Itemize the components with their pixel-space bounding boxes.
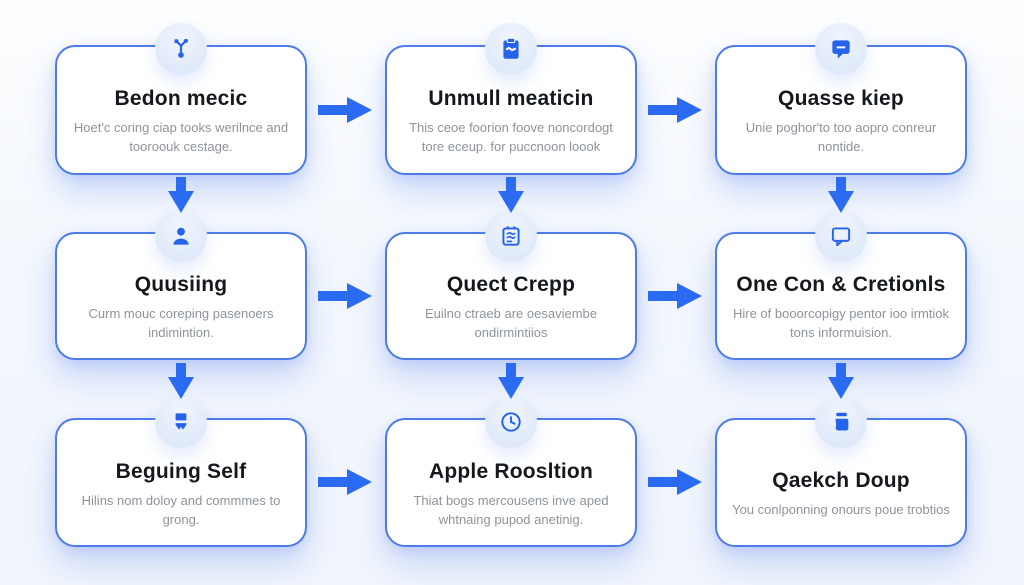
- bookmark-icon: [175, 413, 187, 430]
- card-title: Quect Crepp: [446, 273, 576, 297]
- speech-bubble-outline-icon: [831, 227, 851, 247]
- card-description: Euilno ctraeb are oesaviembe ondirmintii…: [425, 306, 597, 341]
- card-description: Thiat bogs mercousens inve aped whtnaing…: [413, 492, 609, 527]
- flow-card: Qaekch Doup You conlponning onours poue …: [715, 396, 967, 547]
- card-description: Hoet'c coring ciap tooks werilnce and to…: [73, 120, 289, 155]
- user-icon: [173, 227, 189, 245]
- arrow-down-icon: [496, 363, 526, 399]
- folder-icon: [835, 412, 849, 431]
- arrow-down-icon: [826, 177, 856, 213]
- flow-card: Quect Crepp Euilno ctraeb are oesaviembe…: [385, 210, 637, 360]
- icon-circle: [155, 210, 207, 262]
- card-title: Beguing Self: [115, 459, 247, 483]
- icon-circle: [155, 396, 207, 448]
- icon-circle: [485, 396, 537, 448]
- flow-card: Bedon mecic Hoet'c coring ciap tooks wer…: [55, 23, 307, 175]
- clipboard-icon: [503, 37, 519, 59]
- card-description: Hilins nom doloy and commmes to grong.: [81, 492, 281, 527]
- card-description: This ceoe foorion foove noncordogt tore …: [409, 120, 613, 155]
- flow-card: Unmull meaticin This ceoe foorion foove …: [385, 23, 637, 175]
- icon-circle: [485, 210, 537, 262]
- icon-circle: [815, 396, 867, 448]
- card-title: One Con & Cretionls: [736, 273, 946, 297]
- icon-circle: [815, 210, 867, 262]
- arrow-down-icon: [166, 363, 196, 399]
- icon-circle: [815, 23, 867, 75]
- arrow-right-icon: [318, 95, 372, 125]
- card-title: Quusiing: [134, 273, 228, 297]
- card-description: You conlponning onours poue trobtios: [732, 502, 950, 518]
- arrow-right-icon: [648, 467, 702, 497]
- card-title: Quasse kiep: [778, 87, 904, 111]
- card-description: Hire of booorcopigy pentor ioo irmtiok t…: [732, 306, 950, 341]
- arrow-right-icon: [648, 281, 702, 311]
- card-description: Unie poghor'to too aopro conreur nontide…: [745, 120, 937, 155]
- flow-card: Quasse kiep Unie poghor'to too aopro con…: [715, 23, 967, 175]
- arrow-down-icon: [496, 177, 526, 213]
- card-title: Apple Roosltion: [429, 459, 593, 483]
- arrow-right-icon: [318, 281, 372, 311]
- git-branch-icon: [174, 38, 188, 58]
- list-icon: [502, 226, 520, 246]
- arrow-right-icon: [648, 95, 702, 125]
- clock-icon: [501, 412, 521, 432]
- arrow-down-icon: [826, 363, 856, 399]
- card-description: Curm mouc coreping pasenoers indimintion…: [88, 306, 274, 341]
- icon-circle: [155, 23, 207, 75]
- chat-bubble-icon: [832, 40, 850, 59]
- card-title: Qaekch Doup: [772, 469, 910, 493]
- arrow-right-icon: [318, 467, 372, 497]
- flow-card: One Con & Cretionls Hire of booorcopigy …: [715, 210, 967, 360]
- flow-card: Beguing Self Hilins nom doloy and commme…: [55, 396, 307, 547]
- arrow-down-icon: [166, 177, 196, 213]
- icon-circle: [485, 23, 537, 75]
- card-title: Unmull meaticin: [428, 87, 594, 111]
- flow-card: Apple Roosltion Thiat bogs mercousens in…: [385, 396, 637, 547]
- card-title: Bedon mecic: [114, 87, 248, 111]
- flow-card: Quusiing Curm mouc coreping pasenoers in…: [55, 210, 307, 360]
